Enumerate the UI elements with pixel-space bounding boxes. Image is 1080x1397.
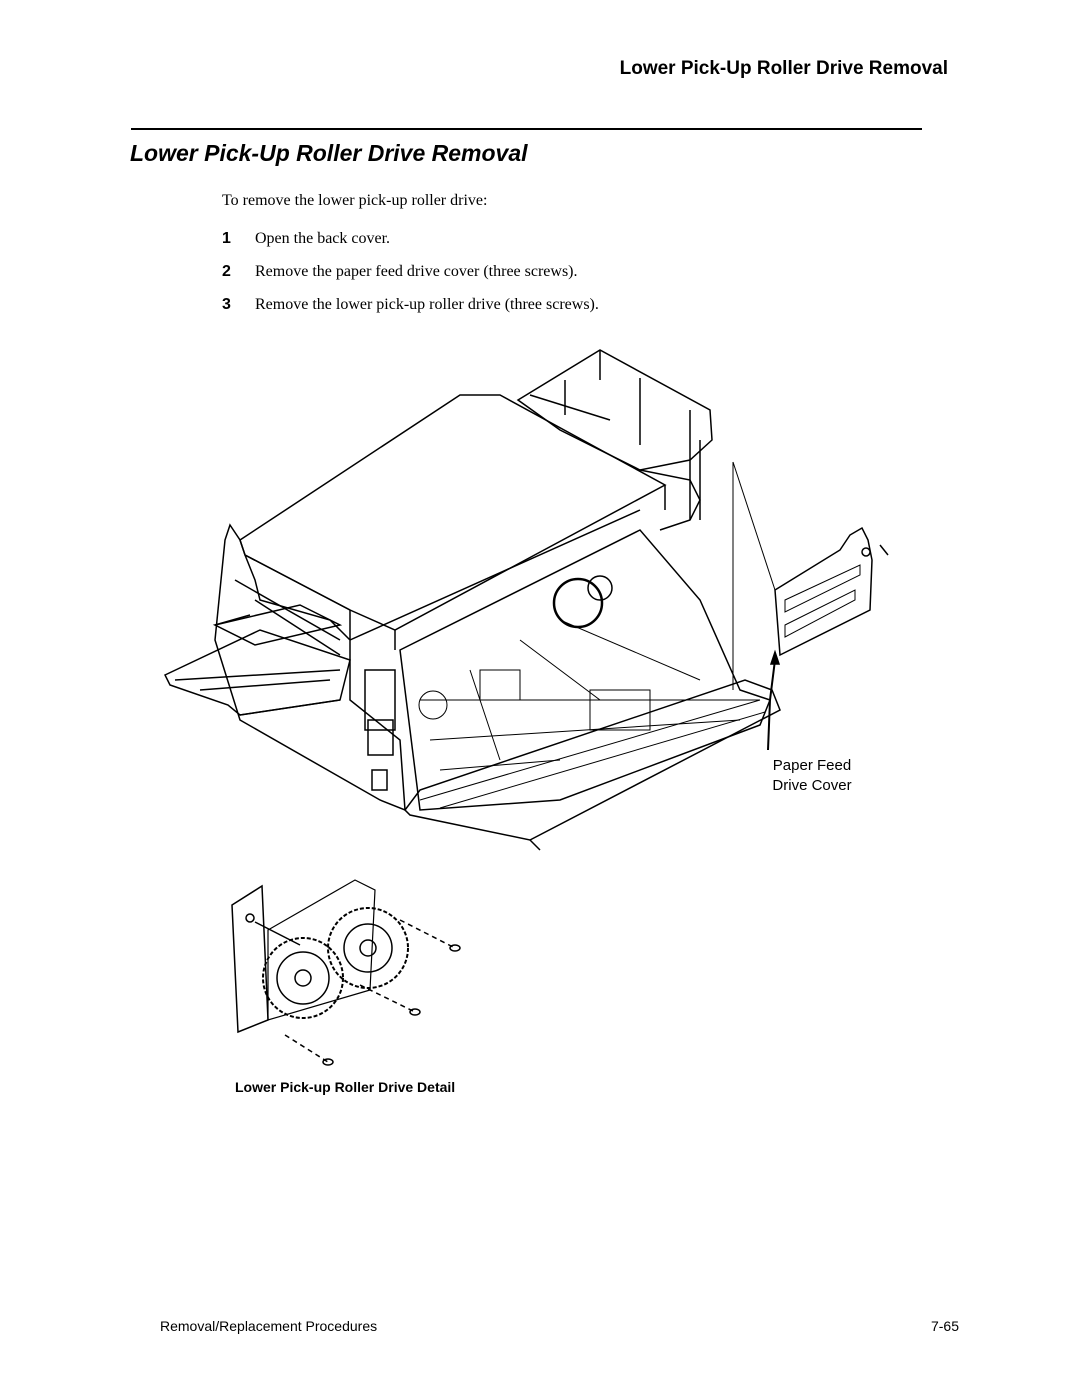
explode-line — [732, 461, 776, 591]
callout-label: Paper Feed Drive Cover — [752, 756, 872, 796]
printer-top-cover — [239, 394, 667, 650]
drive-highlight-circle — [552, 577, 604, 629]
rear-tray-frame — [516, 349, 713, 531]
callout-arrowhead — [769, 649, 781, 665]
step-text: Open the back cover. — [255, 230, 391, 247]
running-header: Lower Pick-Up Roller Drive Removal — [619, 58, 948, 79]
paper-feed-drive-cover — [774, 526, 889, 657]
printer-interior — [399, 529, 771, 811]
section-title: Lower Pick-Up Roller Drive Removal — [130, 140, 528, 166]
header-rule — [131, 128, 922, 130]
detail-caption: Lower Pick-up Roller Drive Detail — [235, 1079, 456, 1095]
callout-leader-line — [767, 659, 776, 751]
callout-line-2: Drive Cover — [772, 777, 852, 794]
intro-text: To remove the lower pick-up roller drive… — [222, 192, 488, 209]
output-tray — [163, 604, 351, 716]
step-number: 3 — [222, 296, 231, 313]
step-number: 1 — [222, 230, 231, 247]
page-number: 7-65 — [930, 1318, 959, 1334]
back-door — [404, 679, 781, 851]
step-text: Remove the paper feed drive cover (three… — [255, 263, 578, 280]
drive-detail-illustration — [231, 879, 461, 1066]
callout-line-1: Paper Feed — [772, 757, 852, 774]
printer-body — [214, 523, 406, 812]
step-text: Remove the lower pick-up roller drive (t… — [255, 296, 599, 313]
step-number: 2 — [222, 263, 231, 280]
footer-chapter: Removal/Replacement Procedures — [160, 1318, 378, 1334]
